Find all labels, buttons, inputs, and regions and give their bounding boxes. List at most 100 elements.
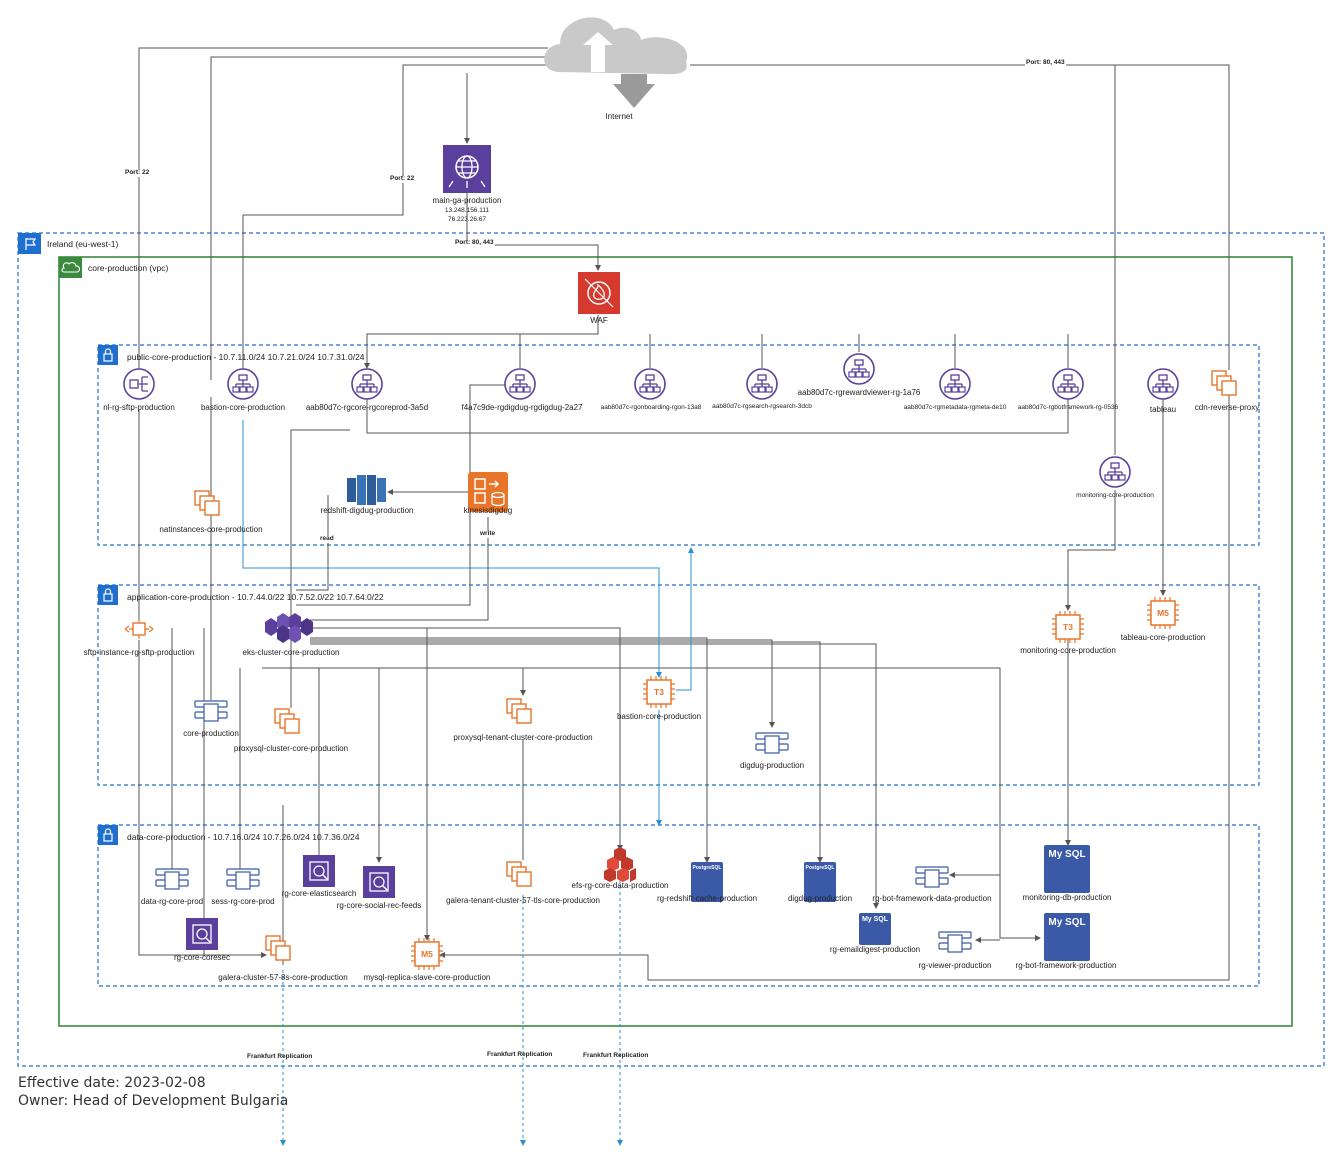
sess-rg-redis-icon [226, 868, 260, 890]
tableau-lb-icon [1147, 368, 1179, 400]
social-rec-feeds-label: rg-core-social-rec-feeds [336, 901, 422, 910]
port-22-label: Port: 22 [389, 175, 416, 183]
bastion-lb-label: bastion-core-production [200, 403, 286, 412]
tableau-instance-type: M5 [1157, 608, 1169, 618]
bot-framework-mysql-icon [1044, 913, 1090, 961]
coresec-icon [185, 917, 219, 951]
vpc-cloud-icon [59, 257, 82, 278]
data-subnet-lock-icon [97, 824, 119, 846]
eks-cluster-label: eks-cluster-core-production [242, 648, 340, 657]
monitoring-db-mysql-text: My SQL [1048, 849, 1086, 860]
tableau-lb-label: tableau [1149, 405, 1177, 414]
rgdigdug-lb-icon [504, 368, 536, 400]
rgmetadata-lb-icon [939, 368, 971, 400]
bastion-ec2-label: bastion-core-production [616, 712, 702, 721]
bot-framework-label: rg-bot-framework-production [1015, 961, 1117, 970]
application-subnet-lock-icon [97, 584, 119, 606]
public-subnet-lock-icon [97, 344, 119, 366]
frankfurt-replication-label: Frankfurt Replication [487, 1051, 553, 1058]
public-subnet-boundary [97, 344, 1260, 546]
emaildigest-mysql-text: My SQL [861, 916, 889, 923]
internet-cloud-icon [544, 17, 688, 108]
bot-framework-data-redis-icon [915, 866, 949, 888]
digdug-postgres-text: PostgreSQL [805, 865, 835, 871]
natinstances-icon [194, 490, 220, 516]
mysql-replica-label: mysql-replica-slave-core-production [363, 973, 491, 982]
emaildigest-label: rg-emaildigest-production [829, 945, 921, 954]
effective-date: Effective date: 2023-02-08 [18, 1075, 206, 1091]
social-rec-feeds-icon [362, 865, 396, 899]
proxysql-cluster-label: proxysql-cluster-core-production [233, 744, 349, 753]
global-accelerator-ip1: 13.248.156.111 [444, 207, 490, 214]
elasticsearch-icon [302, 854, 336, 888]
efs-label: efs-rg-core-data-production [571, 881, 669, 890]
global-accelerator-icon [443, 145, 491, 193]
rgsearch-lb-icon [746, 368, 778, 400]
natinstances-label: natinstances-core-production [159, 525, 263, 534]
core-production-redis-icon [194, 700, 228, 722]
port-80-443-label: Port: 80, 443 [454, 239, 495, 247]
data-rg-redis-icon [155, 868, 189, 890]
emaildigest-mysql-icon [859, 913, 891, 945]
redshift-label: redshift-digdug-production [320, 506, 414, 515]
cdn-reverse-proxy-label: cdn-reverse-proxy [1194, 403, 1260, 412]
rgrewardviewer-lb-label: aab80d7c-rgrewardviewer-rg-1a76 [797, 388, 921, 397]
data-subnet-boundary [97, 824, 1260, 987]
waf-label: WAF [590, 316, 608, 325]
galera-tenant-icon [506, 861, 532, 887]
global-accelerator-ip2: 76.223.26.67 [448, 216, 486, 223]
frankfurt-replication-label: Frankfurt Replication [247, 1053, 313, 1060]
redshift-cache-label: rg-redshift-cache-production [656, 894, 758, 903]
region-label: Ireland (eu-west-1) [47, 239, 119, 249]
kinesis-label: kinesisdigdug [463, 506, 513, 515]
sess-rg-label: sess-rg-core-prod [211, 897, 275, 906]
sftp-instance-icon [124, 619, 154, 639]
data-rg-label: data-rg-core-prod [140, 897, 204, 906]
kinesis-icon [468, 472, 508, 512]
proxysql-cluster-icon [274, 708, 300, 734]
galera-tenant-label: galera-tenant-cluster-57-tls-core-produc… [446, 896, 600, 905]
vpc-boundary [58, 256, 1293, 1027]
replication-lines [280, 880, 623, 1146]
monitoring-instance-type: T3 [1063, 622, 1073, 632]
application-subnet-label: application-core-production - 10.7.44.0/… [127, 592, 384, 602]
galera-cluster-57-label: galera-cluster-57-8s-core-production [218, 973, 348, 982]
data-subnet-label: data-core-production - 10.7.16.0/24 10.7… [127, 832, 360, 842]
digdug-redis-icon [755, 732, 789, 754]
nlb-label: nl-rg-sftp-production [103, 403, 175, 412]
blue-connectors [242, 420, 694, 826]
waf-icon [578, 272, 620, 314]
read-label: read [319, 535, 335, 543]
cdn-reverse-proxy-icon [1211, 370, 1237, 396]
elasticsearch-label: rg-core-elasticsearch [281, 889, 357, 898]
rgmetadata-lb-label: aab80d7c-rgmetadata-rgmeta-de10 [903, 404, 1007, 411]
owner: Owner: Head of Development Bulgaria [18, 1093, 289, 1109]
bot-framework-data-label: rg-bot-framework-data-production [872, 894, 992, 903]
vpc-label: core-production (vpc) [88, 263, 169, 273]
rgdigdug-lb-label: f4a7c9de-rgdigdug-rgdigdug-2a27 [461, 403, 583, 412]
monitoring-lb-icon [1099, 456, 1131, 488]
efs-icon [604, 847, 636, 882]
rgonboarding-lb-label: aab80d7c-rgonboarding-rgon-13a8 [600, 404, 702, 411]
redshift-icon [347, 475, 386, 505]
proxysql-tenant-icon [506, 698, 532, 724]
viewer-redis-icon [938, 931, 972, 953]
bastion-instance-type: T3 [654, 687, 664, 697]
rgbotframework-lb-label: aab80d7c-rgbotframework-rg-0536 [1017, 404, 1119, 411]
rgonboarding-lb-icon [634, 368, 666, 400]
monitoring-ec2-label: monitoring-core-production [1020, 646, 1116, 655]
port-22-label: Port: 22 [124, 169, 151, 177]
region-flag-icon [18, 233, 41, 254]
rgbotframework-lb-icon [1052, 368, 1084, 400]
digdug-redis-label: digdug-production [739, 761, 805, 770]
proxysql-tenant-label: proxysql-tenant-cluster-core-production [453, 733, 593, 742]
sftp-instance-label: sftp-instance-rg-sftp-production [83, 648, 195, 657]
global-accelerator-name: main-ga-production [432, 196, 502, 205]
eks-cluster-icon [265, 613, 313, 643]
connectors [136, 47, 1230, 981]
region-boundary [17, 232, 1325, 1067]
internet-label: Internet [605, 112, 633, 121]
monitoring-db-label: monitoring-db-production [1022, 893, 1112, 902]
rgrewardviewer-lb-icon [843, 353, 875, 385]
